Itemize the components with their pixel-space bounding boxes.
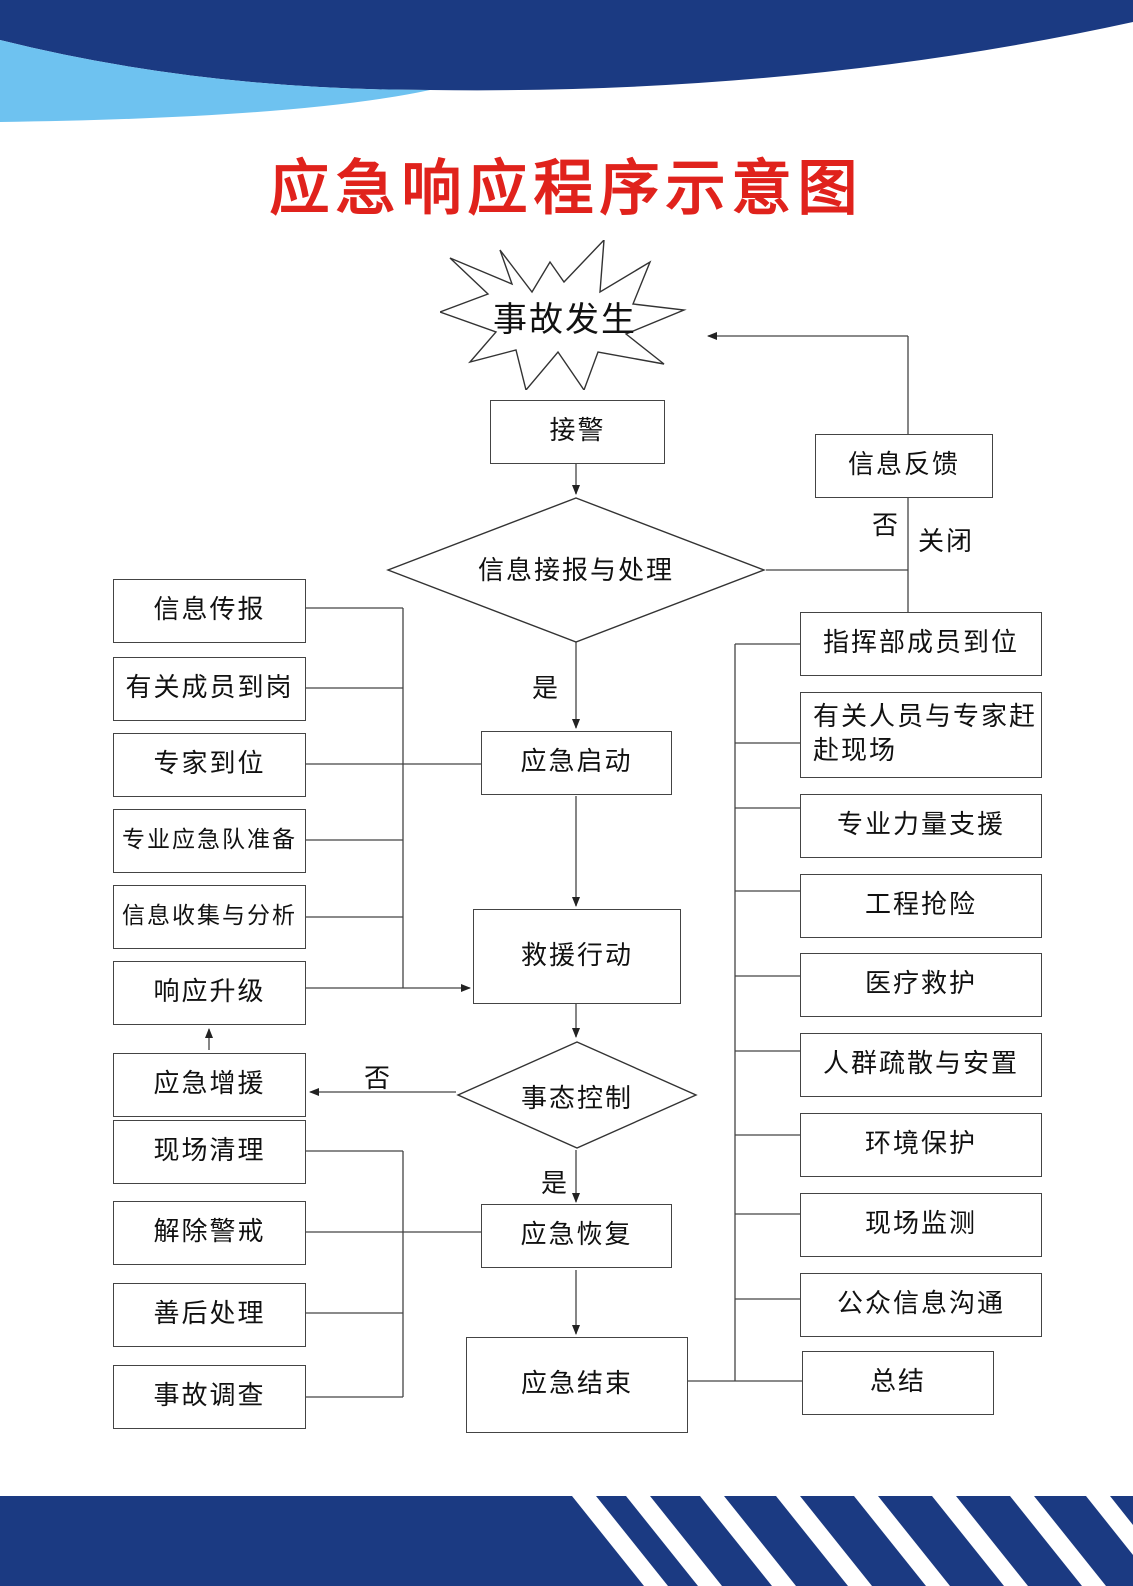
page-title: 应急响应程序示意图 [269, 154, 864, 224]
info-report-label: 信息接报与处理 [477, 556, 674, 586]
incident-label: 事故发生 [493, 300, 637, 340]
situation-control-decision [456, 1041, 698, 1149]
left-action-box: 信息传报 [113, 579, 306, 643]
right-action-box: 人群疏散与安置 [800, 1033, 1042, 1097]
edge-label-no: 否 [364, 1064, 393, 1094]
right-action-box: 工程抢险 [800, 874, 1042, 938]
emergency-end-box: 应急结束 [466, 1337, 688, 1433]
rescue-action-box: 救援行动 [473, 909, 681, 1004]
header-banner [0, 0, 1133, 122]
emergency-start-box: 应急启动 [481, 731, 672, 795]
left-action-box: 信息收集与分析 [113, 885, 306, 949]
incident-starburst [440, 240, 687, 390]
edge-label-yes: 是 [541, 1169, 570, 1199]
right-action-box: 环境保护 [800, 1113, 1042, 1177]
info-report-decision [386, 497, 766, 643]
receive-alarm-box: 接警 [490, 400, 665, 464]
emergency-recovery-box: 应急恢复 [481, 1204, 672, 1268]
left-recovery-box: 事故调查 [113, 1365, 306, 1429]
left-recovery-box: 善后处理 [113, 1283, 306, 1347]
right-action-box: 现场监测 [800, 1193, 1042, 1257]
edge-label-close: 关闭 [918, 527, 975, 557]
left-action-box: 有关成员到岗 [113, 657, 306, 721]
right-action-box: 指挥部成员到位 [800, 612, 1042, 676]
right-action-box: 医疗救护 [800, 953, 1042, 1017]
left-recovery-box: 现场清理 [113, 1120, 306, 1184]
right-action-box: 专业力量支援 [800, 794, 1042, 858]
left-action-box: 专家到位 [113, 733, 306, 797]
left-action-box: 专业应急队准备 [113, 809, 306, 873]
footer-banner [0, 1496, 1133, 1586]
edge-label-yes: 是 [532, 674, 561, 704]
reinforce-box: 应急增援 [113, 1053, 306, 1117]
edge-label-no: 否 [872, 511, 901, 541]
situation-control-label: 事态控制 [520, 1084, 633, 1114]
left-recovery-box: 解除警戒 [113, 1201, 306, 1265]
right-action-box: 公众信息沟通 [800, 1273, 1042, 1337]
feedback-box: 信息反馈 [815, 434, 993, 498]
left-action-box: 响应升级 [113, 961, 306, 1025]
right-action-box: 有关人员与专家赶赴现场 [800, 692, 1042, 778]
right-action-box: 总结 [802, 1351, 994, 1415]
